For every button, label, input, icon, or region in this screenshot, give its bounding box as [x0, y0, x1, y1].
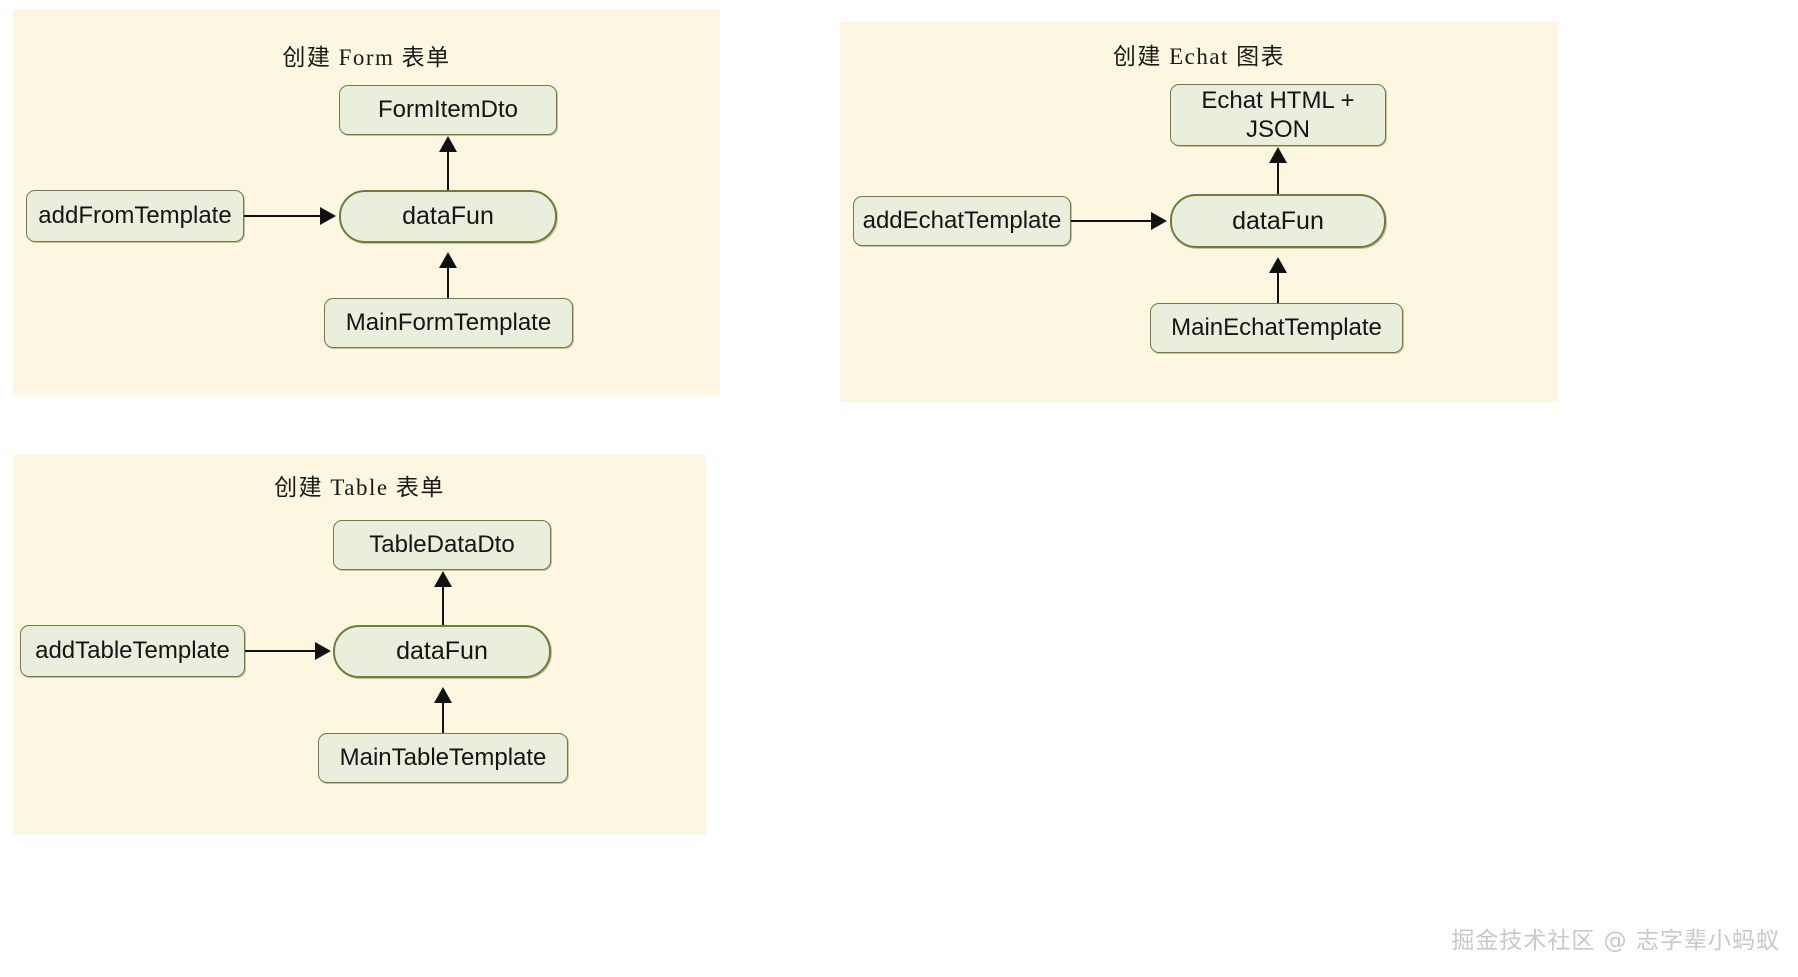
arrow-echat-entry-to-process-head: [1151, 212, 1167, 230]
panel-table-title: 创建 Table 表单: [274, 475, 445, 500]
arrow-table-source-to-process-head: [434, 687, 452, 703]
node-form-item-dto-label: FormItemDto: [377, 96, 518, 124]
node-table-data-dto[interactable]: TableDataDto: [333, 520, 551, 570]
arrow-form-source-to-process-line: [447, 265, 449, 298]
panel-echat-title: 创建 Echat 图表: [1112, 44, 1286, 69]
node-echat-data-fun-label: dataFun: [1232, 206, 1324, 235]
node-echat-output[interactable]: Echat HTML + JSON: [1170, 84, 1386, 146]
node-echat-output-line1: Echat HTML +: [1201, 86, 1355, 114]
node-form-item-dto[interactable]: FormItemDto: [339, 85, 557, 135]
node-form-data-fun[interactable]: dataFun: [339, 190, 557, 243]
panel-form-title: 创建 Form 表单: [282, 45, 451, 70]
arrow-echat-source-to-process-head: [1269, 257, 1287, 273]
arrow-table-entry-to-process-head: [315, 642, 331, 660]
arrow-echat-entry-to-process-line: [1071, 220, 1153, 223]
node-echat-output-line2: JSON: [1245, 116, 1310, 143]
arrow-echat-process-to-output-line: [1277, 160, 1279, 208]
node-add-from-template[interactable]: addFromTemplate: [26, 190, 244, 242]
node-main-table-template-label: MainTableTemplate: [339, 744, 547, 772]
panel-form: 创建 Form 表单 FormItemDto addFromTemplate d…: [13, 10, 720, 395]
node-table-data-dto-label: TableDataDto: [369, 531, 515, 559]
node-main-form-template[interactable]: MainFormTemplate: [324, 298, 573, 348]
node-echat-data-fun[interactable]: dataFun: [1170, 194, 1386, 248]
arrow-table-process-to-output-line: [442, 584, 444, 627]
node-main-echat-template-label: MainEchatTemplate: [1171, 314, 1382, 342]
node-main-table-template[interactable]: MainTableTemplate: [318, 733, 568, 783]
node-table-data-fun-label: dataFun: [396, 637, 488, 666]
arrow-table-entry-to-process-line: [245, 650, 317, 653]
arrow-form-process-to-output-line: [447, 149, 449, 192]
node-table-data-fun[interactable]: dataFun: [333, 625, 551, 678]
arrow-table-source-to-process-line: [442, 700, 444, 733]
arrow-echat-source-to-process-line: [1277, 270, 1279, 303]
node-add-echat-template-label: addEchatTemplate: [862, 207, 1062, 235]
arrow-table-process-to-output-head: [434, 571, 452, 587]
node-main-echat-template[interactable]: MainEchatTemplate: [1150, 303, 1403, 353]
node-form-data-fun-label: dataFun: [402, 202, 494, 231]
panel-echat: 创建 Echat 图表 Echat HTML + JSON addEchatTe…: [840, 22, 1558, 402]
arrow-echat-process-to-output-head: [1269, 147, 1287, 163]
node-add-from-template-label: addFromTemplate: [38, 202, 232, 230]
arrow-form-entry-to-process-head: [320, 207, 336, 225]
node-add-table-template[interactable]: addTableTemplate: [20, 625, 245, 677]
arrow-form-process-to-output-head: [439, 136, 457, 152]
watermark: 掘金技术社区 @ 志字辈小蚂蚁: [1451, 928, 1780, 954]
node-add-echat-template[interactable]: addEchatTemplate: [853, 196, 1071, 246]
arrow-form-source-to-process-head: [439, 252, 457, 268]
node-add-table-template-label: addTableTemplate: [35, 637, 230, 665]
panel-table: 创建 Table 表单 TableDataDto addTableTemplat…: [13, 455, 706, 835]
arrow-form-entry-to-process-line: [244, 215, 322, 218]
node-main-form-template-label: MainFormTemplate: [345, 309, 552, 337]
